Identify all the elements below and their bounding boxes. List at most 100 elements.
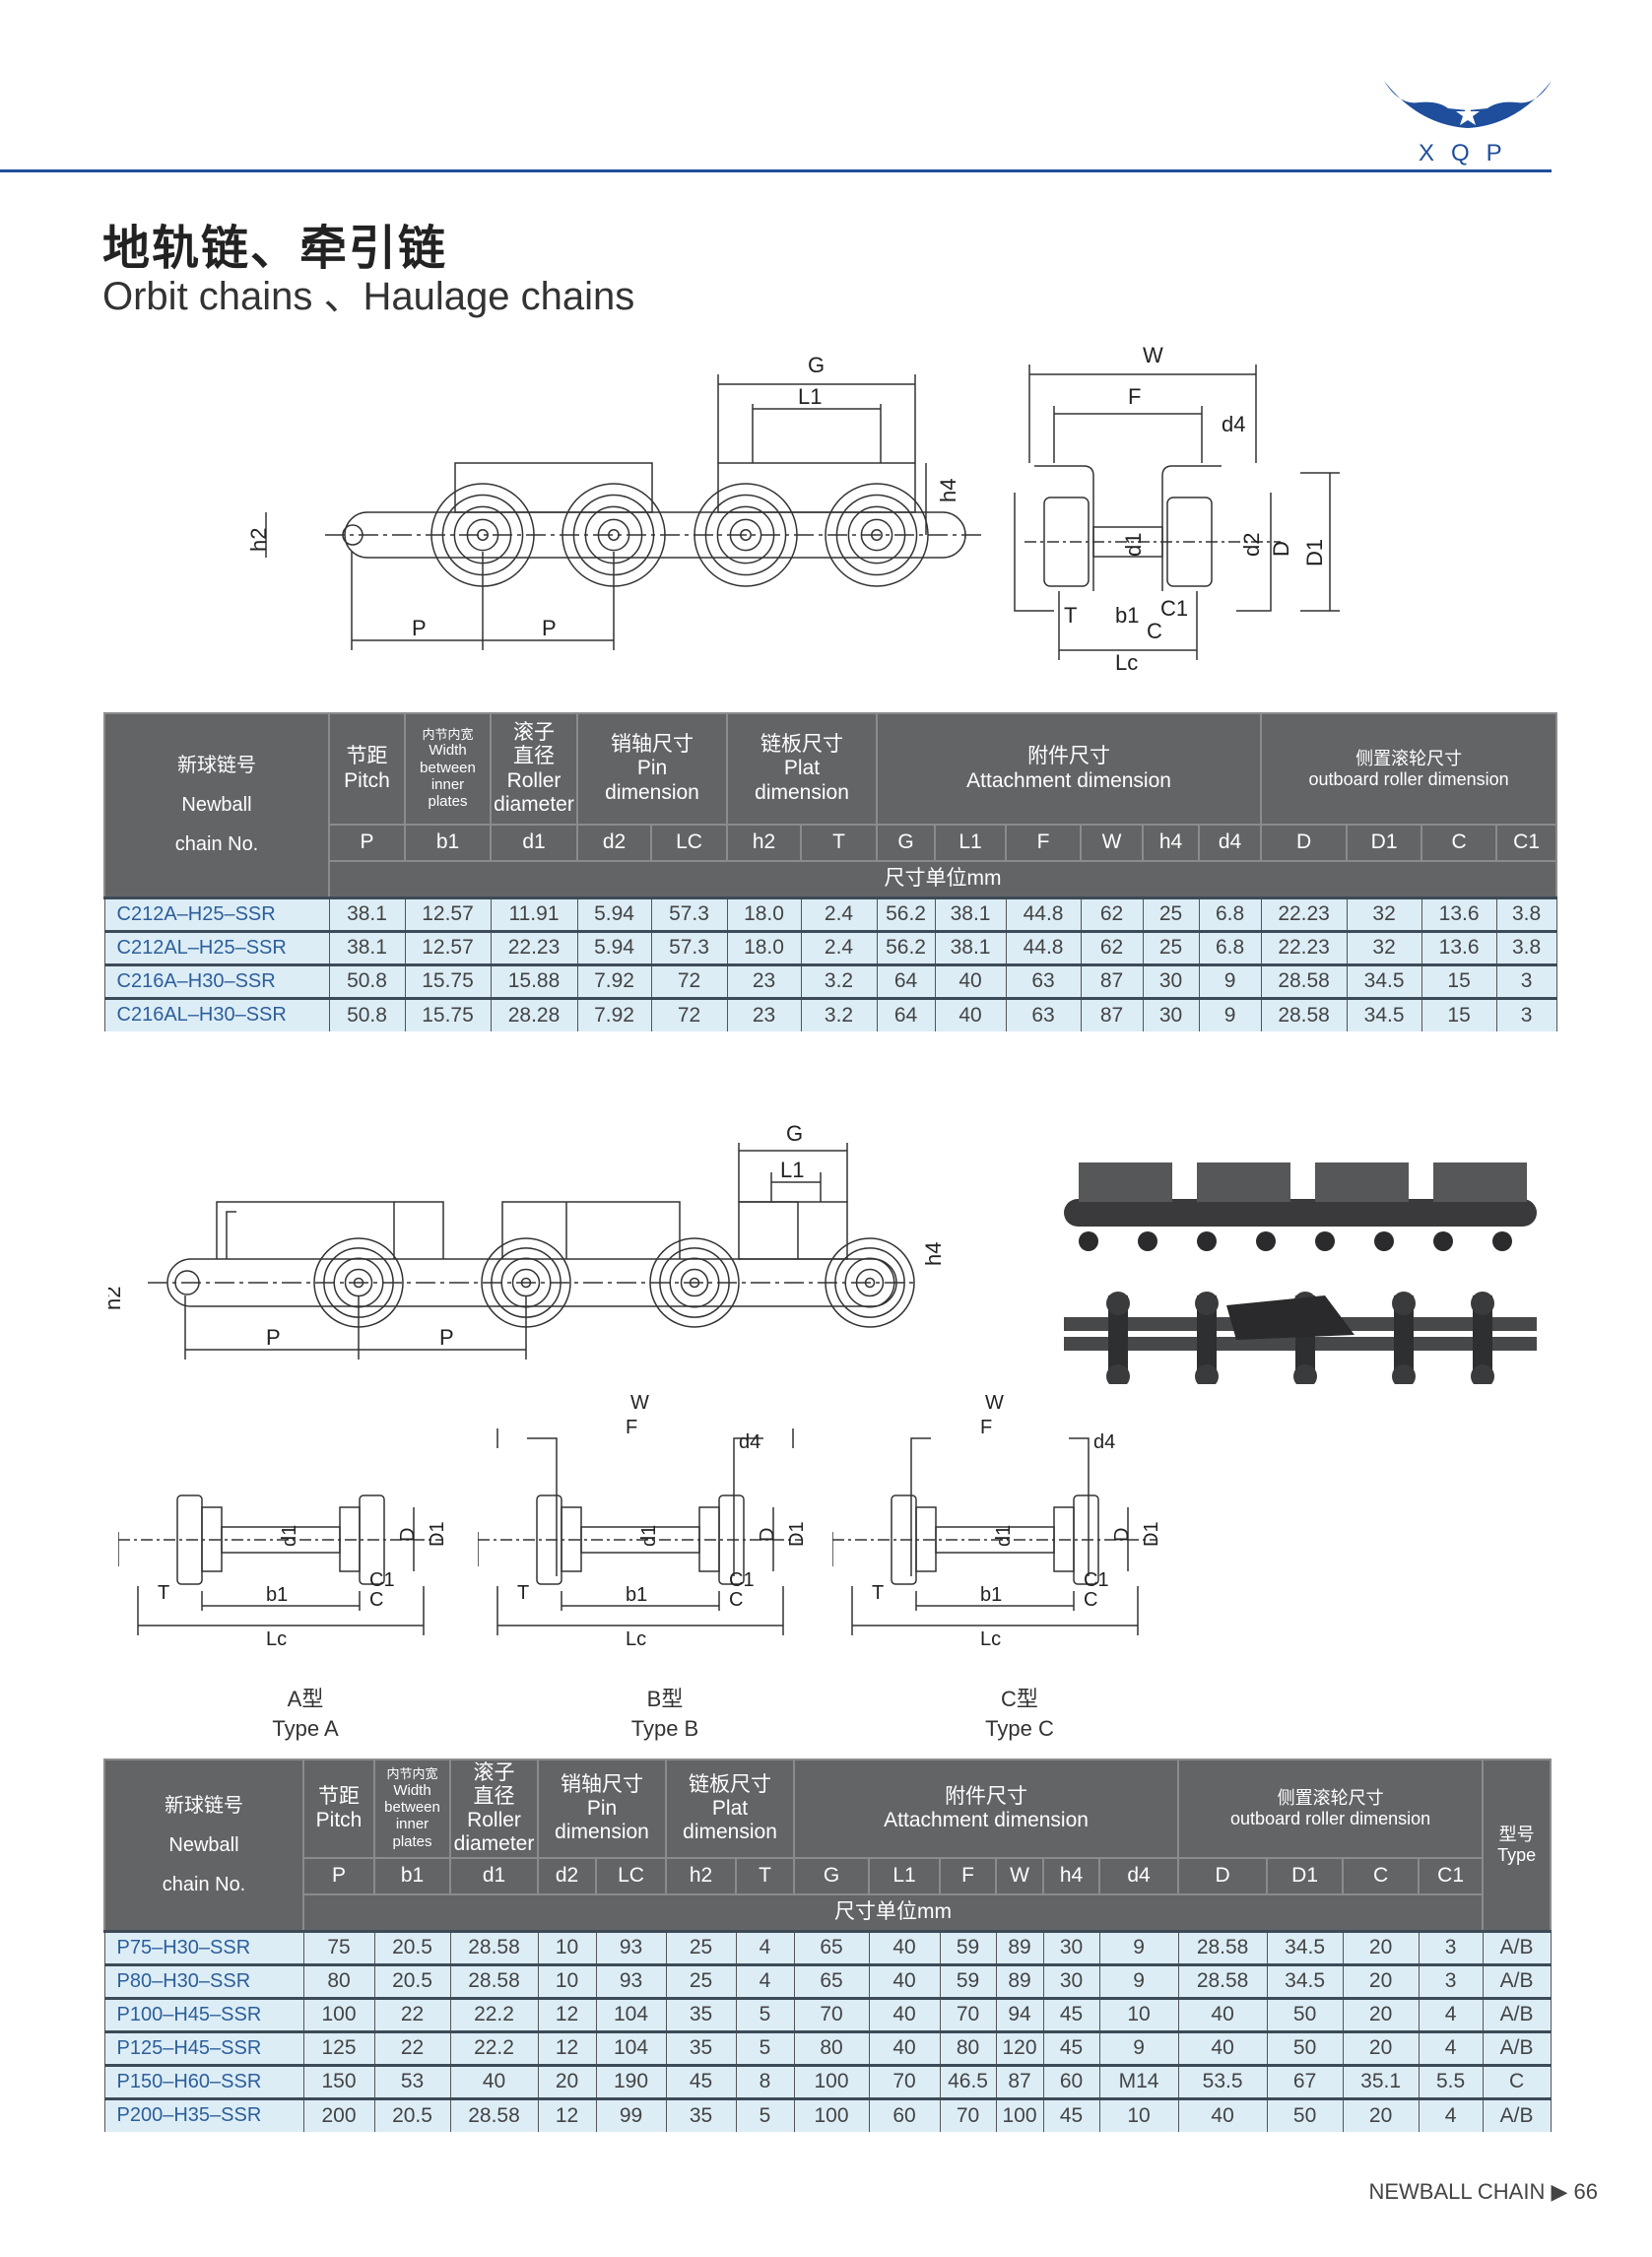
type-caption-cn: A型 <box>287 1687 324 1711</box>
header-text: 型号 <box>1498 1825 1535 1845</box>
table-cell: 7.92 <box>576 996 652 1031</box>
label-d1: d1 <box>993 1525 1015 1547</box>
column-header: d4 <box>1098 1857 1180 1895</box>
chain-no-cell: C216A–H30–SSR <box>103 963 330 998</box>
table-cell: 3.2 <box>800 996 878 1031</box>
table-cell: 56.2 <box>876 929 936 964</box>
table-cell: 70 <box>939 1996 997 2031</box>
header-text: 销轴尺寸 <box>561 1772 643 1796</box>
svg-text:D1: D1 <box>1302 539 1327 566</box>
column-header: D <box>1177 1857 1269 1895</box>
column-header: h4 <box>1042 1857 1101 1895</box>
table-cell: 20.5 <box>373 2096 451 2132</box>
table-cell: 50 <box>1266 2029 1344 2065</box>
table-cell: 8 <box>735 2063 795 2098</box>
table-cell: 64 <box>876 963 936 998</box>
svg-text:C1: C1 <box>1160 596 1188 621</box>
table-cell: 25 <box>665 1962 737 1998</box>
table-cell: 94 <box>995 1996 1044 2031</box>
table-cell: 40 <box>1177 2029 1268 2065</box>
table-cell: 67 <box>1266 2063 1344 2098</box>
svg-text:G: G <box>808 353 825 377</box>
table-cell: 38.1 <box>934 929 1007 964</box>
table-cell: 3 <box>1495 963 1557 998</box>
label-b1: b1 <box>266 1584 288 1606</box>
table-cell: 40 <box>868 1962 941 1998</box>
table-cell: 44.8 <box>1005 929 1082 964</box>
table-cell: 60 <box>868 2096 941 2132</box>
table-cell: 50.8 <box>328 963 406 998</box>
table-cell: 65 <box>793 1929 870 1964</box>
header-text: 直径 <box>473 1784 515 1808</box>
table-cell: 53 <box>373 2063 451 2098</box>
table-cell: 80 <box>793 2029 870 2065</box>
table-cell: 12 <box>537 2029 597 2065</box>
page-title-cn: 地轨链、牵引链 <box>102 223 448 275</box>
table-cell: 13.6 <box>1421 929 1497 964</box>
table-cell: 63 <box>1005 963 1082 998</box>
table-cell: 120 <box>995 2029 1044 2065</box>
column-header: b1 <box>373 1857 451 1895</box>
table-cell: 87 <box>1080 963 1144 998</box>
page-number: 66 <box>1573 2179 1598 2204</box>
svg-text:h2: h2 <box>108 1287 125 1310</box>
table-cell: 5 <box>735 1996 795 2031</box>
svg-text:F: F <box>1128 384 1141 409</box>
header-text: inner <box>395 1816 430 1833</box>
header-text: 新球链号 <box>165 1794 243 1817</box>
label-w: W <box>985 1392 1004 1414</box>
table-cell: 45 <box>1042 1996 1100 2031</box>
table-cell: 50 <box>1266 2096 1344 2132</box>
unit-label: 尺寸单位mm <box>301 1893 1485 1932</box>
table-cell: 5 <box>735 2096 795 2132</box>
header-text: Width <box>393 1781 431 1799</box>
label-d1: D1 <box>1141 1521 1162 1547</box>
column-header: T <box>800 824 879 862</box>
table-cell: 9 <box>1198 996 1262 1031</box>
header-text: outboard roller dimension <box>1308 768 1509 789</box>
svg-text:L1: L1 <box>798 384 822 409</box>
table-cell: 6.8 <box>1198 896 1262 931</box>
header-text: 附件尺寸 <box>1027 745 1111 768</box>
header-text: Pitch <box>315 1809 363 1831</box>
type-b-caption: B型 Type B <box>566 1685 763 1744</box>
column-header: C <box>1342 1857 1421 1895</box>
column-header: F <box>1005 824 1083 862</box>
table-cell: 28.58 <box>1177 1962 1268 1998</box>
table-cell: 13.6 <box>1421 896 1497 931</box>
table-cell: 9 <box>1098 1929 1179 1964</box>
table-cell: 38.1 <box>934 896 1007 931</box>
roller-icon <box>649 1237 740 1328</box>
side-view: G L1 h4 h2 P P <box>246 353 985 650</box>
table-cell: 40 <box>1177 2096 1268 2132</box>
table-cell: 45 <box>665 2063 737 2098</box>
header-text: 侧置滚轮尺寸 <box>1355 748 1463 768</box>
table-cell: 3 <box>1495 996 1557 1031</box>
table-cell: 40 <box>934 996 1007 1031</box>
table-cell: 9 <box>1098 1962 1179 1998</box>
unit-label: 尺寸单位mm <box>327 860 1558 898</box>
roller-icon <box>825 1237 915 1328</box>
header-text: 链板尺寸 <box>760 733 844 757</box>
column-header: d2 <box>537 1857 597 1895</box>
table-cell: 18.0 <box>726 929 802 964</box>
svg-text:d4: d4 <box>1222 412 1245 436</box>
table-cell: 28.58 <box>449 1962 539 1998</box>
header-text: 销轴尺寸 <box>611 733 694 757</box>
table-cell: 34.5 <box>1266 1962 1344 1998</box>
column-header: b1 <box>404 824 492 862</box>
column-header: P <box>328 824 406 862</box>
label-d: D <box>757 1528 778 1542</box>
table-cell: 40 <box>868 1996 941 2031</box>
header-text: inner <box>430 775 465 793</box>
table-cell: 40 <box>1177 1996 1268 2031</box>
